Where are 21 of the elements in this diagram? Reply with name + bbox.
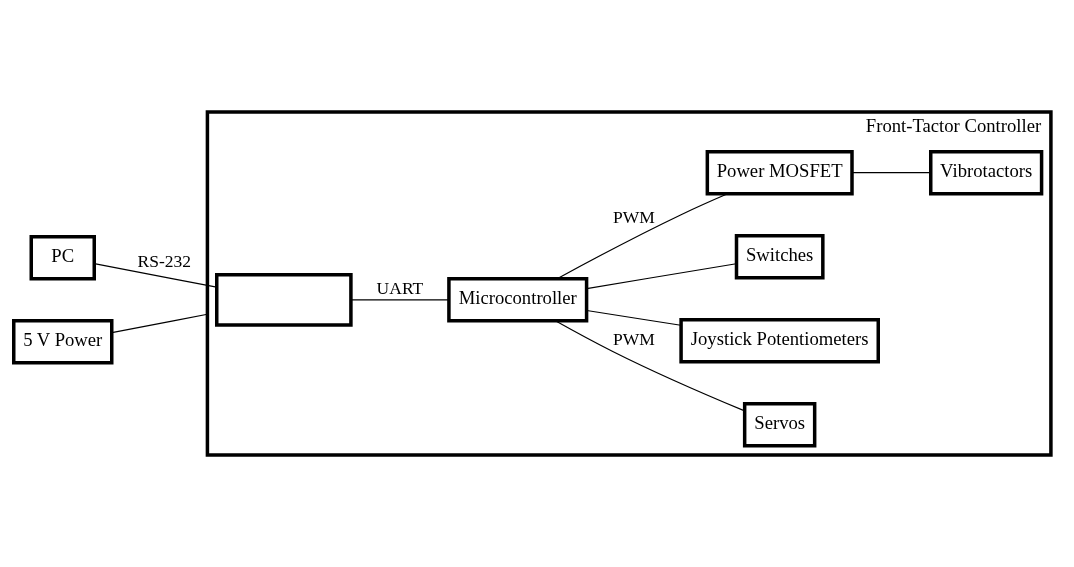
connector [556,193,729,280]
connector [111,313,208,334]
connector [586,263,737,290]
node-box: PC [29,235,96,281]
node-box: Power MOSFET [705,149,854,196]
node-box: Switches [734,233,825,280]
node-box: Vibrotactors [929,149,1044,196]
edge-label: PWM [612,206,655,227]
connector [586,309,682,326]
edge-label: UART [376,278,424,298]
node-box: Microcontroller [447,277,589,323]
connector [93,263,218,288]
node-box: Joystick Potentiometers [679,317,880,364]
connector [851,172,932,174]
connector [350,299,450,301]
node-box: 5 V Power [12,319,114,365]
node-box: Servos [742,401,817,448]
connector [555,320,746,412]
node-box [215,273,353,327]
edge-label: PWM [612,329,655,350]
edge-label: RS-232 [137,251,191,272]
